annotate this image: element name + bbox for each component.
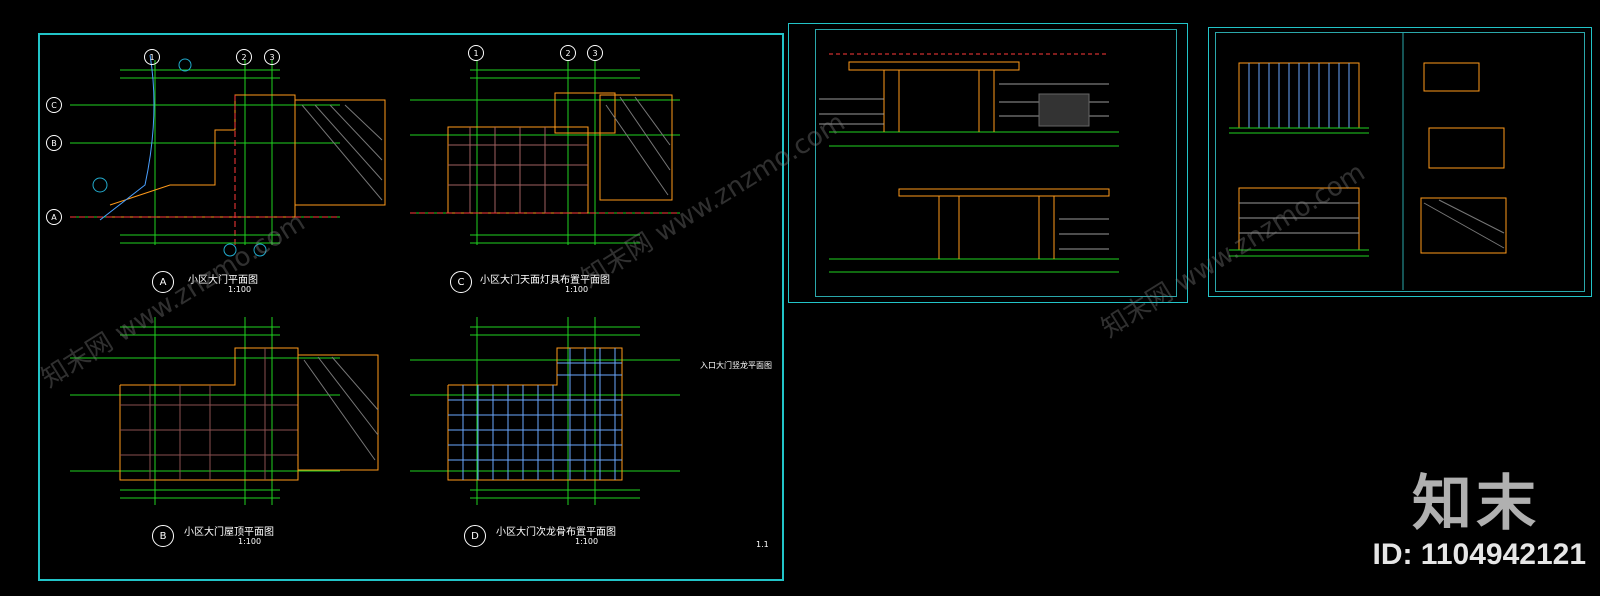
details-inner-frame [1215, 32, 1585, 292]
sheet-details [1208, 27, 1592, 297]
drawing-d-marker: D [464, 525, 486, 547]
axis-bubble-c2: 2 [560, 45, 576, 61]
axis-bubble-2: 2 [236, 49, 252, 65]
axis-bubble-3: 3 [264, 49, 280, 65]
plans-drawing [70, 54, 680, 505]
drawing-c-marker: C [450, 271, 472, 293]
drawing-d-title: 小区大门次龙骨布置平面图 [496, 527, 616, 538]
plan-c [410, 60, 680, 245]
sheet-plans: 1 2 3 1 2 3 A B C A 小区大门平面图 1:100 C 小区大门… [38, 33, 784, 581]
drawing-a-scale: 1:100 [228, 285, 252, 294]
drawing-a-title: 小区大门平面图 [188, 275, 258, 286]
watermark-id: ID: 1104942121 [1372, 538, 1586, 571]
elevations-drawing [819, 53, 1119, 273]
drawing-b-marker: B [152, 525, 174, 547]
drawing-b-title: 小区大门屋顶平面图 [184, 527, 274, 538]
watermark-brand: 知末 [1412, 469, 1540, 539]
axis-bubble-B: B [46, 135, 62, 151]
sheet-number: 1.1 [756, 540, 769, 549]
plan-a [70, 54, 386, 257]
plan-d [410, 317, 680, 505]
axis-bubble-A: A [46, 209, 62, 225]
drawing-c-title: 小区大门天面灯具布置平面图 [480, 275, 610, 286]
plan-b [70, 317, 379, 505]
drawing-c-scale: 1:100 [565, 285, 589, 294]
axis-bubble-C: C [46, 97, 62, 113]
drawing-d-scale: 1:100 [575, 537, 599, 546]
details-drawing [1229, 33, 1507, 290]
drawing-b-scale: 1:100 [238, 537, 262, 546]
axis-bubble-c1: 1 [468, 45, 484, 61]
axis-bubble-c3: 3 [587, 45, 603, 61]
sheet-elevations [788, 23, 1188, 303]
elevations-inner-frame [815, 29, 1177, 297]
sheet-note: 入口大门竖龙平面图 [700, 361, 772, 370]
axis-bubble-1: 1 [144, 49, 160, 65]
drawing-a-marker: A [152, 271, 174, 293]
